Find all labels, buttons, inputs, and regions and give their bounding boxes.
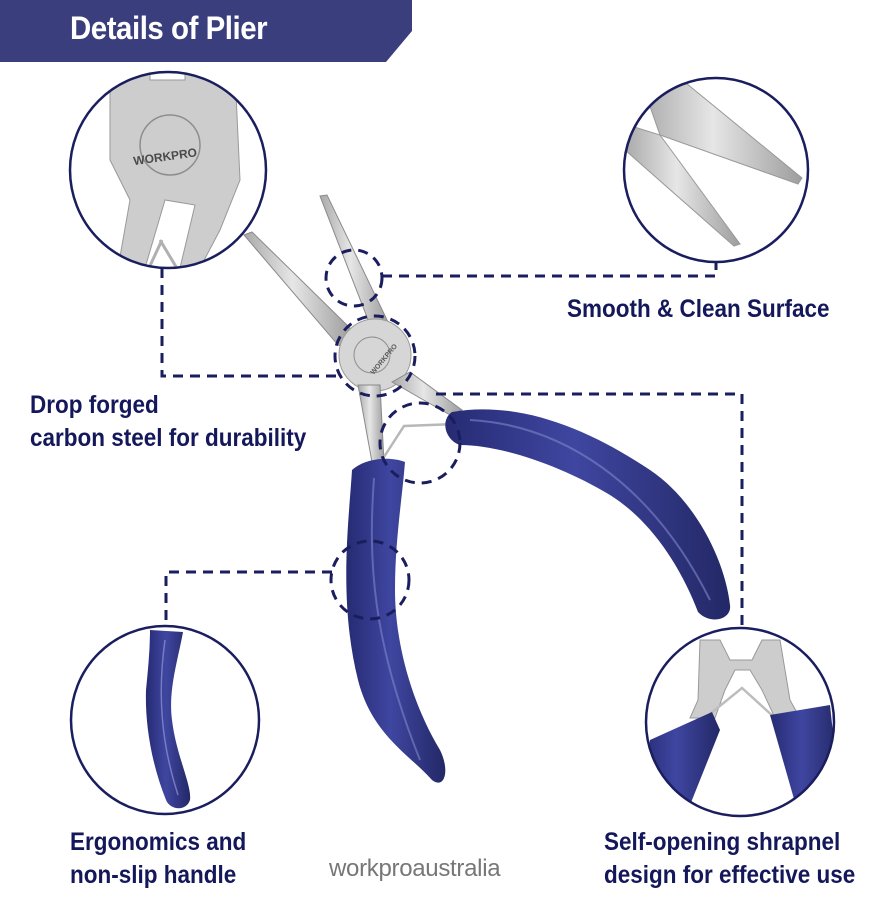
handle-closeup-image bbox=[145, 630, 191, 809]
feature-label-carbon-steel: Drop forged carbon steel for durability bbox=[30, 389, 306, 455]
spring-closeup-frame bbox=[644, 626, 836, 818]
surface-marker bbox=[324, 248, 384, 308]
spring-marker bbox=[378, 401, 462, 485]
feature-line: carbon steel for durability bbox=[30, 424, 307, 452]
title-banner bbox=[0, 0, 412, 62]
watermark: workproaustralia bbox=[329, 855, 501, 882]
feature-line: Self-opening shrapnel bbox=[604, 828, 841, 856]
highlight-markers bbox=[324, 248, 462, 621]
handle-closeup-frame bbox=[69, 624, 261, 816]
page-title: Details of Plier bbox=[70, 10, 268, 46]
feature-line: Smooth & Clean Surface bbox=[567, 295, 830, 323]
feature-line: non-slip handle bbox=[70, 861, 237, 889]
feature-line: Drop forged bbox=[30, 391, 159, 419]
joint-closeup-frame bbox=[68, 70, 268, 270]
spring-connector bbox=[436, 392, 744, 628]
feature-label-handle: Ergonomics and non-slip handle bbox=[70, 826, 246, 892]
spring-closeup-image bbox=[646, 639, 834, 816]
feature-label-surface: Smooth & Clean Surface bbox=[567, 293, 830, 326]
joint-closeup-image: WORKPRO bbox=[70, 72, 266, 268]
tip-closeup-frame bbox=[622, 76, 810, 264]
feature-line: design for effective use bbox=[604, 861, 856, 889]
feature-line: Ergonomics and bbox=[70, 828, 247, 856]
main-plier: WORKPRO bbox=[243, 194, 731, 783]
surface-connector bbox=[382, 262, 718, 278]
handle-marker bbox=[329, 539, 411, 621]
feature-label-shrapnel: Self-opening shrapnel design for effecti… bbox=[604, 826, 855, 892]
steel-connector bbox=[160, 268, 336, 378]
tip-closeup-image bbox=[624, 78, 803, 247]
handle-connector bbox=[164, 570, 332, 626]
steel-marker bbox=[333, 314, 417, 398]
connector-lines bbox=[160, 262, 744, 628]
